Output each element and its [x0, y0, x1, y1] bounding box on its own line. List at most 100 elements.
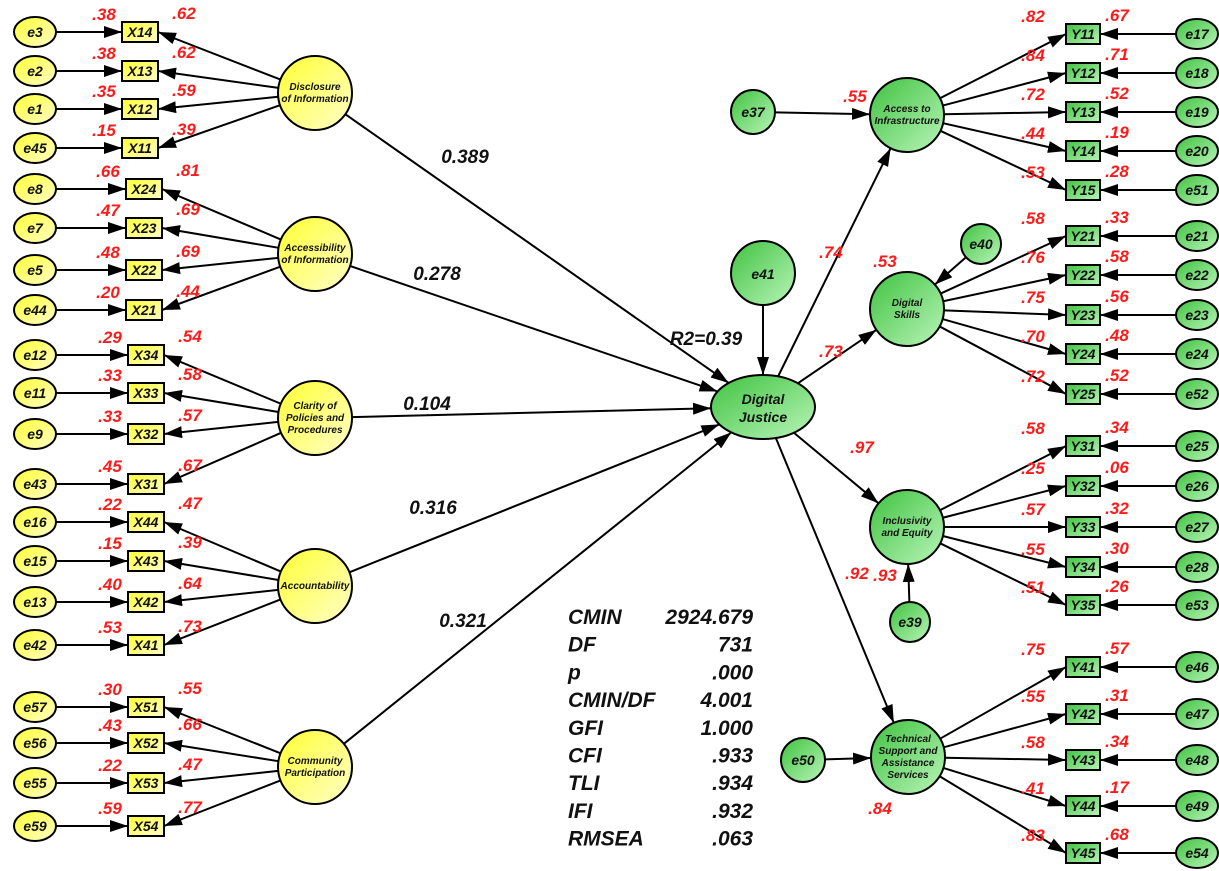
error-term [1175, 135, 1219, 167]
loading-path [939, 775, 1067, 854]
error-term-e41 [730, 240, 796, 306]
indicator-label: X42 [133, 594, 159, 610]
r-squared-value: .33 [98, 366, 122, 385]
endogenous-latent [869, 271, 945, 347]
r-squared-value: .45 [98, 457, 122, 476]
exogenous-latent [277, 380, 353, 456]
error-term [13, 173, 57, 205]
fit-index-name: CFI [568, 745, 603, 768]
error-term [13, 506, 57, 538]
endogenous-latent-label: Support and [879, 746, 939, 757]
indicator-label: Y42 [1071, 706, 1096, 722]
observed-indicator [125, 178, 163, 200]
exogenous-latent-label: Accountability [280, 581, 350, 592]
error-term [1175, 790, 1219, 822]
r-squared-value: .93 [873, 566, 897, 585]
factor-loading-value: .44 [1021, 124, 1045, 143]
r-squared-value: .28 [1105, 162, 1129, 181]
indicator-label: Y35 [1071, 597, 1096, 613]
fit-index-name: GFI [568, 717, 604, 740]
error-label: e20 [1185, 143, 1209, 159]
observed-indicator [1065, 140, 1101, 162]
observed-indicator [125, 299, 163, 321]
factor-loading-value: .44 [176, 282, 200, 301]
exogenous-latent-label: Participation [285, 768, 346, 779]
endogenous-latent [869, 77, 945, 153]
observed-indicator [1065, 656, 1101, 678]
factor-loading-value: .72 [1021, 85, 1045, 104]
indicator-label: X21 [131, 302, 157, 318]
error-label: e28 [1185, 559, 1209, 575]
factor-loading-value: .59 [172, 81, 196, 100]
indicator-label: X12 [127, 101, 153, 117]
r-squared-value: .38 [92, 5, 116, 24]
r-squared-value: .56 [1105, 287, 1129, 306]
factor-loading-value: .41 [1021, 779, 1045, 798]
error-term [1175, 378, 1219, 410]
indicator-label: X24 [131, 181, 157, 197]
fit-index-name: IFI [568, 800, 594, 823]
error-label: e41 [751, 266, 775, 282]
observed-indicator [127, 473, 165, 495]
factor-loading-value: .77 [178, 798, 203, 817]
factor-loading-value: .69 [176, 242, 200, 261]
error-term [1175, 470, 1219, 502]
indicator-label: X22 [131, 262, 157, 278]
indicator-label: X33 [133, 385, 159, 401]
factor-loading-value: .39 [172, 120, 196, 139]
r-squared-value: .35 [92, 82, 116, 101]
error-term [13, 254, 57, 286]
r-squared-value: .48 [1105, 326, 1129, 345]
loading-path [942, 122, 1067, 153]
observed-indicator [1065, 703, 1101, 725]
error-label: e17 [1185, 26, 1210, 42]
r-squared-value: .15 [98, 534, 122, 553]
indicator-label: Y32 [1071, 478, 1096, 494]
r-squared-value: .29 [98, 328, 122, 347]
disturbance-path [934, 256, 967, 286]
factor-loading-value: .39 [178, 533, 202, 552]
r-squared-value: .67 [1105, 6, 1130, 25]
indicator-label: Y25 [1071, 386, 1096, 402]
error-term [13, 468, 57, 500]
indicator-label: Y23 [1071, 307, 1096, 323]
r-squared-value: .52 [1105, 366, 1129, 385]
loading-path [157, 67, 279, 89]
disturbance-path [902, 563, 915, 603]
exogenous-latent-label: Community [288, 756, 343, 767]
error-label: e5 [27, 262, 43, 278]
error-label: e26 [1185, 478, 1209, 494]
error-term [1175, 651, 1219, 683]
indicator-label: X31 [133, 476, 159, 492]
factor-loading-value: .62 [172, 43, 196, 62]
error-term [13, 339, 57, 371]
loading-path [943, 308, 1067, 321]
error-term [13, 294, 57, 326]
endogenous-latent-label: and Equity [881, 528, 933, 539]
loading-path [942, 272, 1067, 303]
structural-path [774, 437, 895, 724]
loading-path [161, 188, 282, 241]
error-label: e18 [1185, 65, 1209, 81]
structural-path [777, 147, 892, 377]
observed-indicator [1065, 556, 1101, 578]
structural-path [349, 265, 718, 393]
error-term [1175, 259, 1219, 291]
r-squared-value: .20 [96, 283, 120, 302]
error-term [1175, 174, 1219, 206]
observed-indicator [1065, 516, 1101, 538]
observed-indicator [121, 137, 159, 159]
exogenous-latent [277, 55, 353, 131]
indicator-label: X34 [133, 347, 159, 363]
observed-indicator [1065, 795, 1101, 817]
indicator-label: X52 [133, 735, 159, 751]
error-label: e52 [1185, 386, 1209, 402]
loading-path [939, 445, 1067, 512]
error-label: e9 [27, 426, 43, 442]
fit-index-value: .063 [712, 828, 753, 851]
fit-index-name: DF [568, 634, 597, 657]
r-squared-value: .43 [98, 716, 122, 735]
error-label: e45 [23, 140, 47, 156]
loading-path [944, 753, 1067, 766]
structural-loading-value: .74 [819, 243, 843, 262]
